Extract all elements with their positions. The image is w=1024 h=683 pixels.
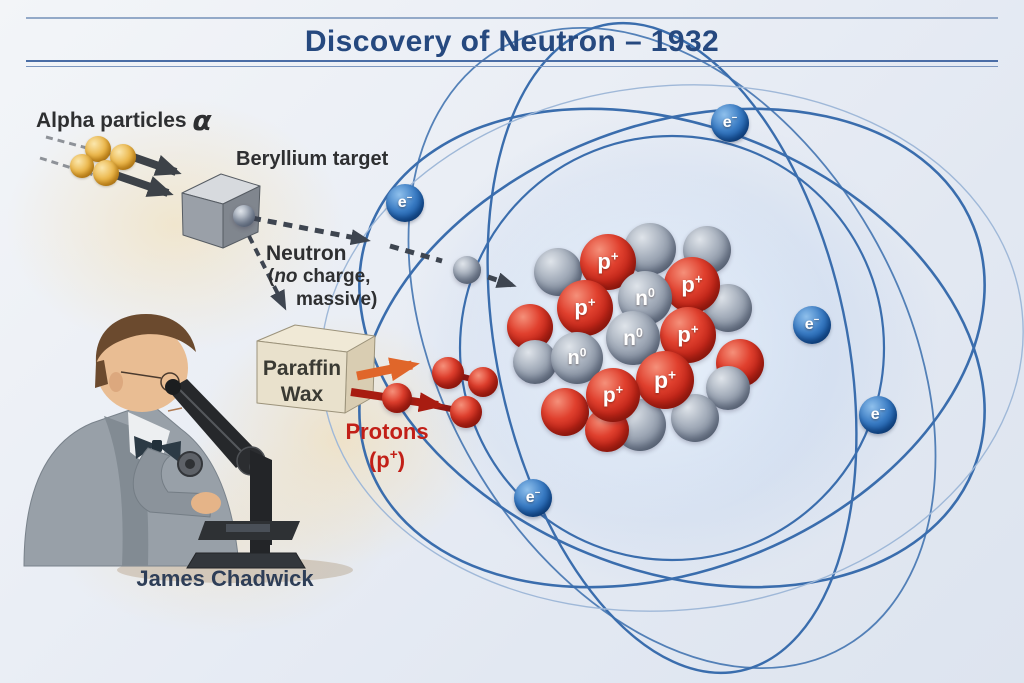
free-neutron-sphere bbox=[453, 256, 481, 284]
alpha-particles-label: Alpha particles α bbox=[36, 104, 212, 137]
microscope-eyepiece bbox=[165, 379, 181, 395]
particle-label: e− bbox=[804, 314, 820, 333]
bow-tie bbox=[134, 436, 181, 463]
neutron-sphere: n0 bbox=[551, 332, 603, 384]
electron-sphere: e− bbox=[514, 479, 552, 517]
ejected-proton-sphere bbox=[450, 396, 482, 428]
protons-label-symbol: (p+) bbox=[368, 446, 406, 472]
ejected-proton-sphere bbox=[468, 367, 498, 397]
base-column bbox=[250, 540, 270, 553]
ear bbox=[109, 372, 123, 392]
hair bbox=[95, 314, 196, 364]
hair-side bbox=[95, 360, 108, 388]
microscope-tube-highlight bbox=[177, 387, 247, 457]
paraffin-wax-label: Paraffin Wax bbox=[256, 356, 348, 409]
alpha-label-text: Alpha particles bbox=[36, 109, 187, 132]
alpha-particle bbox=[70, 154, 94, 178]
ejected-proton-sphere bbox=[382, 383, 412, 413]
header-rule-top bbox=[26, 17, 998, 19]
scientist-illustration bbox=[23, 314, 353, 583]
electron-sphere: e− bbox=[711, 104, 749, 142]
particle-label: e− bbox=[870, 404, 886, 423]
page-title: Discovery of Neutron – 1932 bbox=[304, 25, 720, 58]
particle-label: e− bbox=[525, 487, 541, 506]
electron-sphere: e− bbox=[859, 396, 897, 434]
beryllium-target-label: Beryllium target bbox=[236, 148, 389, 170]
alpha-particle bbox=[93, 160, 119, 186]
neutron-sphere bbox=[513, 340, 557, 384]
beryllium-cube bbox=[181, 173, 261, 249]
neutron-label-line2: (no charge, bbox=[268, 266, 371, 288]
proton-sphere: p+ bbox=[557, 280, 613, 336]
scientist-name-label: James Chadwick bbox=[136, 566, 314, 591]
paraffin-label-line2: Wax bbox=[280, 383, 324, 407]
particle-label: n0 bbox=[623, 325, 643, 350]
protons-label: Protons (p+) bbox=[328, 418, 446, 473]
focus-knob-center bbox=[185, 459, 195, 469]
proton-sphere: p+ bbox=[586, 368, 640, 422]
glasses-temple bbox=[120, 371, 162, 379]
neutron-source-sphere bbox=[233, 205, 255, 227]
protons-label-title: Protons bbox=[345, 419, 429, 444]
neutron-label-line3: massive) bbox=[296, 288, 378, 310]
hand bbox=[191, 492, 221, 514]
stage-slide bbox=[226, 524, 270, 532]
paraffin-label-line1: Paraffin bbox=[262, 357, 342, 380]
particle-label: e− bbox=[397, 192, 413, 211]
mouth bbox=[167, 407, 183, 412]
neutron-label: Neutron (no charge, massive) bbox=[258, 241, 377, 312]
particle-label: p+ bbox=[681, 271, 703, 297]
proton-sphere bbox=[541, 388, 589, 436]
particle-label: p+ bbox=[602, 382, 624, 407]
alpha-symbol: α bbox=[192, 104, 212, 137]
particle-label: p+ bbox=[677, 321, 699, 347]
electron-sphere: e− bbox=[386, 184, 424, 222]
particle-label: n0 bbox=[635, 285, 655, 310]
proton-sphere: p+ bbox=[636, 351, 694, 409]
particle-label: p+ bbox=[574, 294, 596, 320]
ejected-proton-sphere bbox=[432, 357, 464, 389]
particle-label: n0 bbox=[567, 345, 587, 369]
neutron-label-title: Neutron bbox=[266, 242, 347, 265]
electron-sphere: e− bbox=[793, 306, 831, 344]
particle-label: p+ bbox=[653, 366, 677, 393]
microscope-base bbox=[186, 552, 306, 569]
neutron-path bbox=[251, 215, 517, 288]
header-rule-bottom bbox=[26, 60, 998, 67]
particle-label: e− bbox=[722, 112, 738, 131]
bow-tie-knot bbox=[152, 440, 162, 452]
particle-label: p+ bbox=[597, 248, 619, 274]
proton-sphere: p+ bbox=[664, 257, 720, 313]
